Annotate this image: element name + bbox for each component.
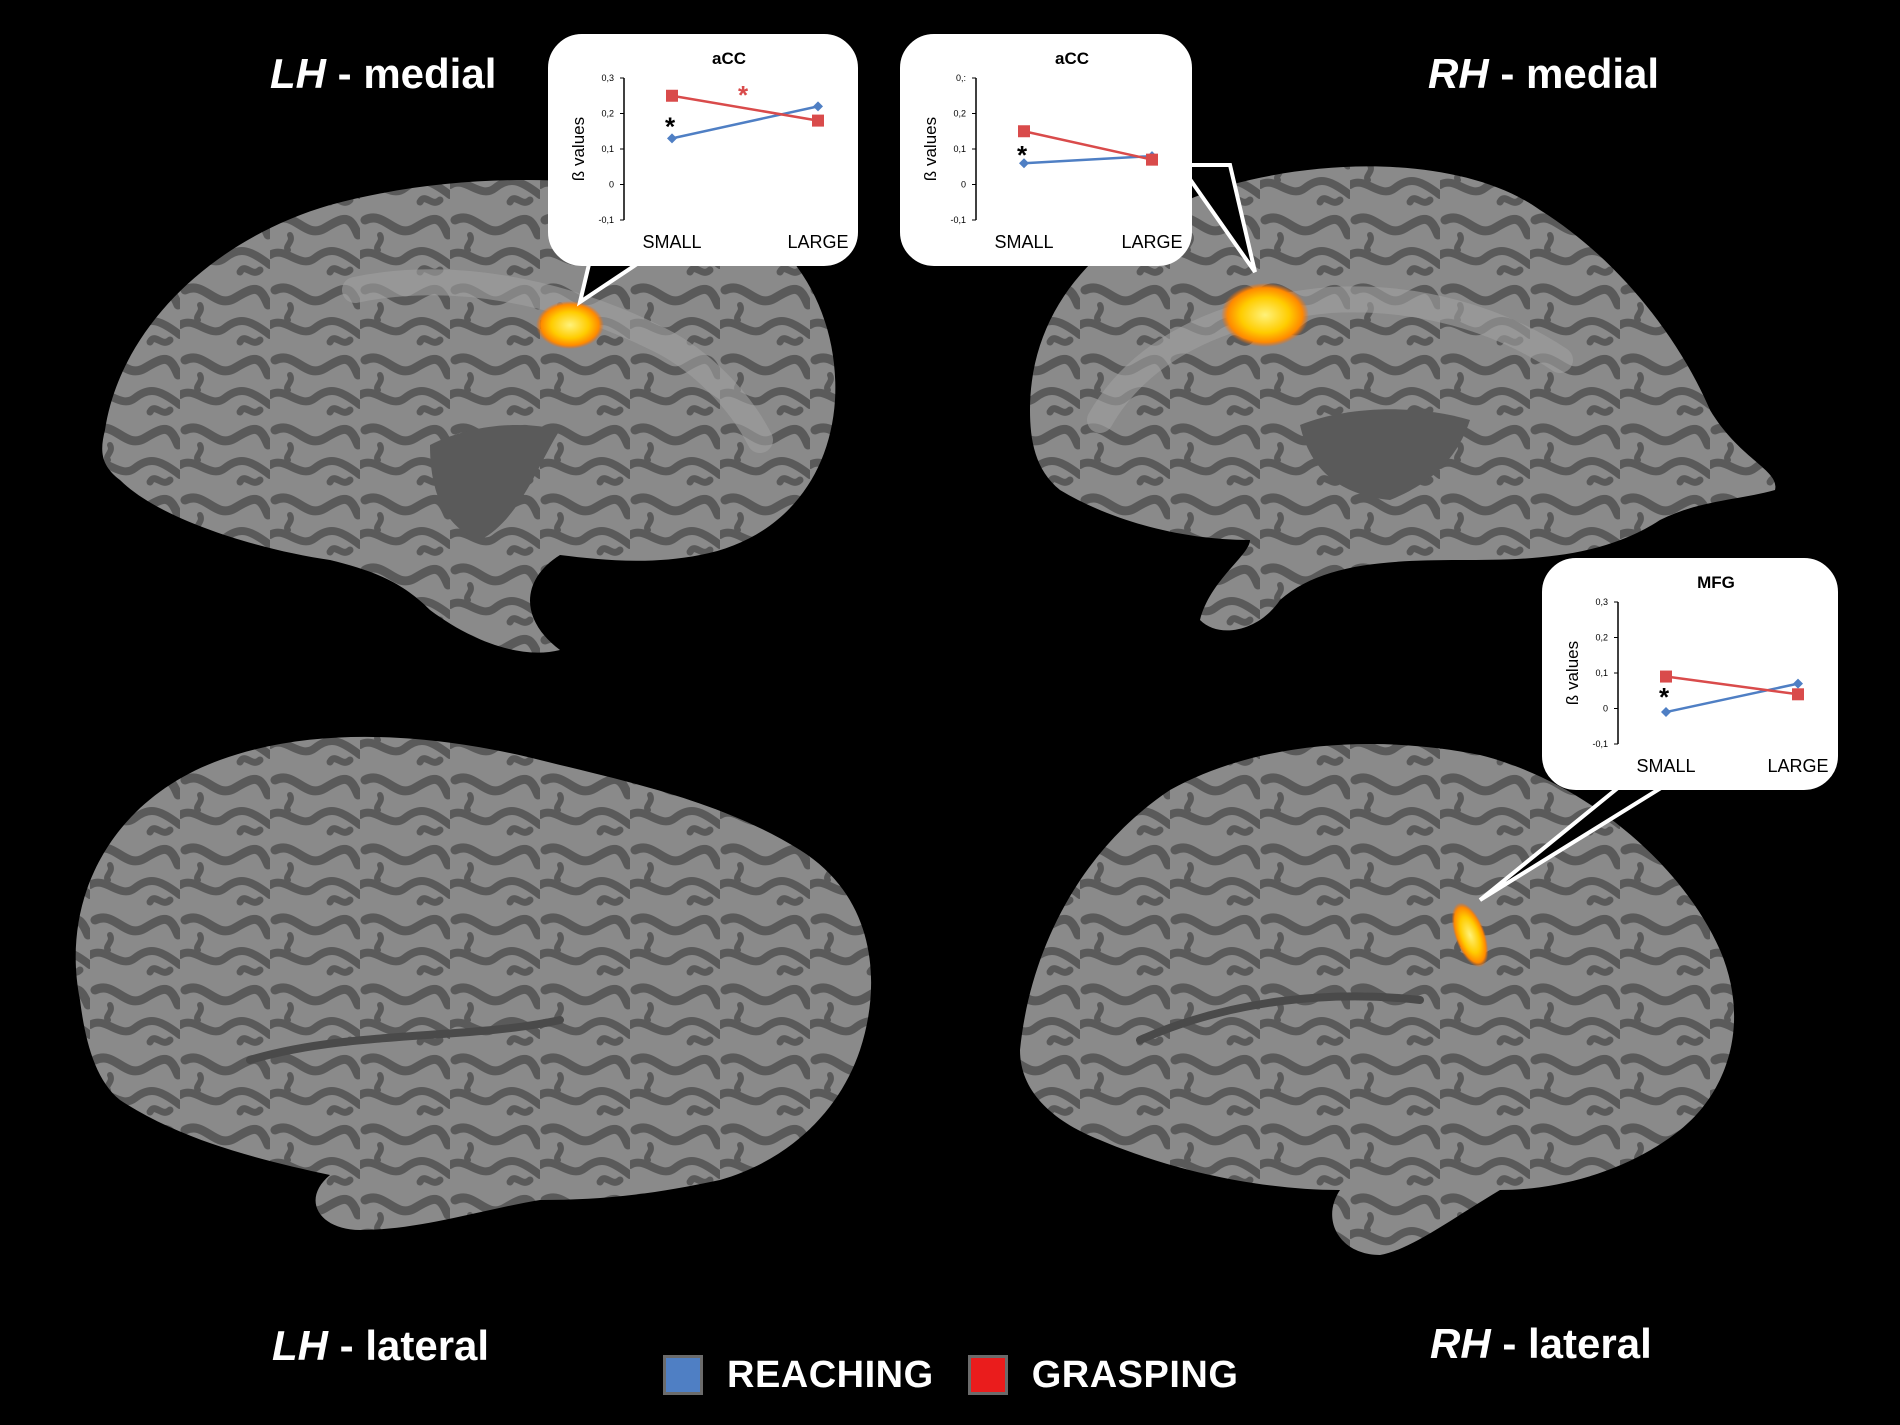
point-grasping [812,114,824,127]
brain-lh-lateral [75,736,872,1230]
point-reaching [1793,678,1803,689]
point-grasping [1792,688,1804,701]
label-rh-lateral: RH - lateral [1430,1320,1652,1367]
series-line-grasping [671,94,819,122]
chart-title: MFG [1697,573,1735,592]
brain-rh-medial [1030,166,1776,631]
y-tick-label: 0,3 [601,73,614,83]
series-line-grasping [1665,675,1799,696]
y-tick-label: 0 [1603,704,1608,714]
y-tick-label: 0,1 [601,144,614,154]
significance-marker: * [1017,140,1028,170]
y-axis-label: ß values [921,117,940,181]
legend-label-reaching: REACHING [727,1353,934,1396]
significance-marker: * [1659,682,1670,712]
point-grasping [1018,125,1030,138]
point-grasping [666,89,678,102]
y-tick-label: 0,2 [601,109,614,119]
legend-label-grasping: GRASPING [1031,1353,1239,1396]
y-tick-label: -0,1 [950,215,966,225]
point-reaching [667,133,677,144]
y-tick-label: 0,2 [953,109,966,119]
legend: REACHING GRASPING [663,1350,1272,1400]
label-lh-lateral: LH - lateral [272,1322,490,1369]
x-tick-label: LARGE [787,232,848,252]
y-tick-label: 0 [961,180,966,190]
y-tick-label: 0,3 [1595,597,1608,607]
x-tick-label: LARGE [1121,232,1182,252]
callout-tail-rh [1176,163,1257,274]
series-line-reaching [671,105,819,140]
label-lh-medial: LH - medial [270,50,497,97]
point-grasping [1660,670,1672,683]
y-axis-label: ß values [1563,641,1582,705]
label-rh-medial: RH - medial [1428,50,1660,97]
series-line-reaching [1665,682,1799,714]
chart-title: aCC [1055,49,1089,68]
x-tick-label: SMALL [642,232,701,252]
y-tick-label: 0,1 [953,144,966,154]
point-reaching [813,101,823,112]
y-tick-label: -0,1 [598,215,614,225]
point-reaching [1661,707,1671,718]
brain-rh-lateral [1020,744,1735,1255]
x-tick-label: LARGE [1767,756,1828,776]
y-tick-label: -0,1 [1592,739,1608,749]
series-line-grasping [1023,130,1153,161]
x-tick-label: SMALL [1636,756,1695,776]
significance-marker: * [738,80,749,110]
series-line-reaching [1023,154,1153,165]
point-reaching [1019,158,1029,169]
y-tick-label: 0,2 [1595,633,1608,643]
y-axis-label: ß values [569,117,588,181]
legend-swatch-reaching [663,1355,703,1395]
brain-lh-medial [102,180,836,653]
y-tick-label: 0,1 [1595,668,1608,678]
x-tick-label: SMALL [994,232,1053,252]
legend-swatch-grasping [967,1355,1008,1395]
significance-marker: * [665,112,676,142]
chart-title: aCC [712,49,746,68]
y-tick-label: 0 [609,180,614,190]
point-grasping [1146,153,1158,166]
y-tick-label: 0,: [956,73,966,83]
